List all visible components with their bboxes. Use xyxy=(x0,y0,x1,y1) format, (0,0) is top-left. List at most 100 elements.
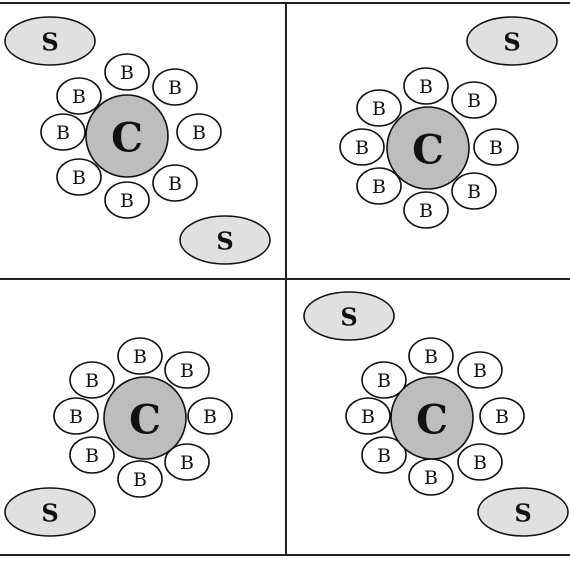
binder-node: B xyxy=(451,172,497,210)
binder-node: B xyxy=(451,81,497,119)
satellite-label: S xyxy=(514,499,531,528)
binder-label: B xyxy=(120,190,134,212)
binder-ellipse xyxy=(176,113,222,151)
binder-label: B xyxy=(192,122,206,144)
satellite-node: S xyxy=(4,487,96,537)
binder-label: B xyxy=(133,469,147,491)
core-circle xyxy=(386,106,470,190)
binder-ellipse xyxy=(164,443,210,481)
binder-label: B xyxy=(72,167,86,189)
core-label: C xyxy=(416,397,448,444)
binder-ellipse xyxy=(403,191,449,229)
binder-label: B xyxy=(495,406,509,428)
binder-node: B xyxy=(356,167,402,205)
satellite-node: S xyxy=(303,291,395,341)
binder-node: B xyxy=(403,67,449,105)
binder-node: B xyxy=(53,397,99,435)
binder-label: B xyxy=(133,346,147,368)
binder-label: B xyxy=(377,445,391,467)
binder-label: B xyxy=(203,406,217,428)
core-node: C xyxy=(386,106,470,190)
satellite-label: S xyxy=(41,499,58,528)
satellite-ellipse xyxy=(477,487,569,537)
binder-node: B xyxy=(345,397,391,435)
core-circle xyxy=(103,376,187,460)
binder-ellipse xyxy=(56,158,102,196)
satellite-ellipse xyxy=(466,16,558,66)
binder-node: B xyxy=(117,337,163,375)
binder-ellipse xyxy=(152,164,198,202)
binder-label: B xyxy=(372,176,386,198)
binder-label: B xyxy=(489,137,503,159)
satellite-node: S xyxy=(179,215,271,265)
binder-ellipse xyxy=(403,67,449,105)
binder-ellipse xyxy=(473,128,519,166)
binder-label: B xyxy=(120,62,134,84)
binder-ellipse xyxy=(40,113,86,151)
binder-ellipse xyxy=(345,397,391,435)
binder-label: B xyxy=(377,370,391,392)
binder-node: B xyxy=(339,128,385,166)
binder-ellipse xyxy=(408,337,454,375)
binder-label: B xyxy=(56,122,70,144)
satellite-ellipse xyxy=(179,215,271,265)
binder-ellipse xyxy=(117,460,163,498)
satellite-node: S xyxy=(477,487,569,537)
binder-label: B xyxy=(168,173,182,195)
binder-node: B xyxy=(457,443,503,481)
binder-label: B xyxy=(85,370,99,392)
binder-node: B xyxy=(176,113,222,151)
core-label: C xyxy=(129,397,161,444)
satellite-ellipse xyxy=(4,16,96,66)
binder-ellipse xyxy=(451,81,497,119)
binder-node: B xyxy=(361,436,407,474)
binder-label: B xyxy=(467,90,481,112)
binder-label: B xyxy=(361,406,375,428)
core-circle xyxy=(85,94,169,178)
binder-ellipse xyxy=(69,361,115,399)
binder-ellipse xyxy=(164,351,210,389)
binder-ellipse xyxy=(361,436,407,474)
core-node: C xyxy=(85,94,169,178)
binder-node: B xyxy=(403,191,449,229)
binder-node: B xyxy=(164,351,210,389)
binder-node: B xyxy=(187,397,233,435)
binder-ellipse xyxy=(479,397,525,435)
core-node: C xyxy=(390,376,474,460)
satellite-ellipse xyxy=(4,487,96,537)
binder-node: B xyxy=(152,164,198,202)
binder-ellipse xyxy=(187,397,233,435)
binder-label: B xyxy=(473,452,487,474)
binder-label: B xyxy=(72,86,86,108)
binder-node: B xyxy=(408,337,454,375)
binder-ellipse xyxy=(104,181,150,219)
binder-label: B xyxy=(424,467,438,489)
binder-label: B xyxy=(180,452,194,474)
binder-ellipse xyxy=(56,77,102,115)
binder-ellipse xyxy=(356,89,402,127)
binder-node: B xyxy=(408,458,454,496)
binder-ellipse xyxy=(457,443,503,481)
binder-node: B xyxy=(104,181,150,219)
binder-node: B xyxy=(473,128,519,166)
binder-node: B xyxy=(40,113,86,151)
binder-ellipse xyxy=(361,361,407,399)
binder-label: B xyxy=(467,181,481,203)
binder-label: B xyxy=(355,137,369,159)
binder-ellipse xyxy=(152,68,198,106)
binder-ellipse xyxy=(451,172,497,210)
binder-node: B xyxy=(69,436,115,474)
binder-ellipse xyxy=(69,436,115,474)
binder-node: B xyxy=(104,53,150,91)
binder-label: B xyxy=(419,200,433,222)
binder-node: B xyxy=(117,460,163,498)
core-label: C xyxy=(412,127,444,174)
binder-node: B xyxy=(164,443,210,481)
satellite-node: S xyxy=(4,16,96,66)
binder-label: B xyxy=(85,445,99,467)
binder-ellipse xyxy=(339,128,385,166)
binder-node: B xyxy=(457,351,503,389)
